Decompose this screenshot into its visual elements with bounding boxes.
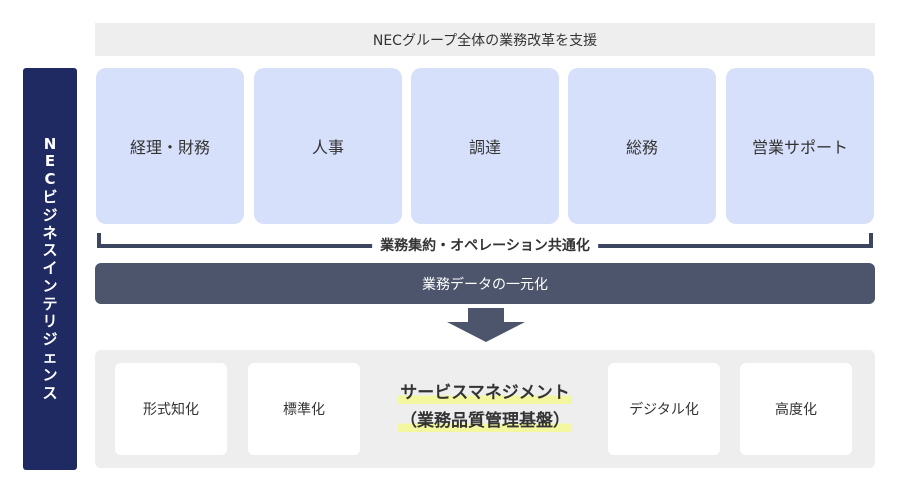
card-procurement: 調達 xyxy=(411,68,559,224)
bracket-label: 業務集約・オペレーション共通化 xyxy=(372,235,598,255)
sidebar-char: ジ xyxy=(42,205,58,224)
sidebar-char: テ xyxy=(42,294,58,313)
sidebar-char: ネ xyxy=(42,223,58,242)
sidebar-char: リ xyxy=(42,312,58,331)
card-general-affairs: 総務 xyxy=(568,68,716,224)
sidebar-char: ジ xyxy=(42,330,58,349)
sidebar-char: ン xyxy=(42,276,58,295)
item-digitalization: デジタル化 xyxy=(608,363,720,455)
bracket-right-leg xyxy=(869,233,873,248)
data-unification-bar: 業務データの一元化 xyxy=(95,263,875,304)
service-management-panel: 形式知化 標準化 サービスマネジメント （業務品質管理基盤） デジタル化 高度化 xyxy=(95,350,875,468)
card-accounting: 経理・財務 xyxy=(96,68,244,224)
center-line-1: サービスマネジメント xyxy=(398,382,572,404)
sidebar-char: ン xyxy=(42,365,58,384)
down-arrow-icon xyxy=(447,308,525,342)
card-hr: 人事 xyxy=(254,68,402,224)
top-band: NECグループ全体の業務改革を支援 xyxy=(95,23,875,56)
service-management-title: サービスマネジメント （業務品質管理基盤） xyxy=(365,382,605,432)
item-explicit-knowledge: 形式知化 xyxy=(115,363,227,455)
item-sophistication: 高度化 xyxy=(740,363,852,455)
card-sales-support: 営業サポート xyxy=(726,68,874,224)
sidebar-char: ェ xyxy=(42,348,58,367)
sidebar-char: ス xyxy=(42,241,58,260)
sidebar-char: ビ xyxy=(42,187,58,206)
consolidation-bracket: 業務集約・オペレーション共通化 xyxy=(97,233,873,255)
sidebar-char: E xyxy=(44,152,56,171)
sidebar-char: イ xyxy=(42,259,58,278)
center-line-2: （業務品質管理基盤） xyxy=(398,410,572,432)
sidebar-char: C xyxy=(44,170,56,189)
bracket-left-leg xyxy=(97,233,101,248)
sidebar-char: N xyxy=(43,134,57,153)
item-standardization: 標準化 xyxy=(248,363,360,455)
sidebar-char: ス xyxy=(42,383,58,402)
